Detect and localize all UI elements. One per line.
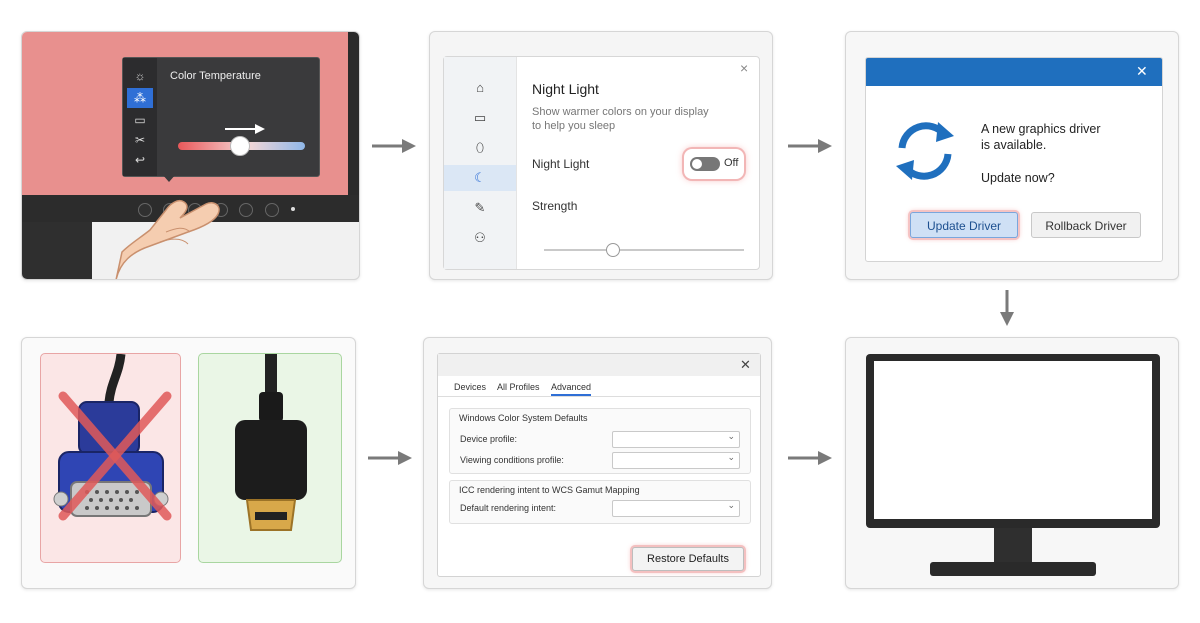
tab-all-profiles[interactable]: All Profiles	[497, 382, 540, 392]
device-profile-label: Device profile:	[460, 434, 518, 444]
shield-icon[interactable]: ⬯	[475, 140, 485, 155]
group-title: ICC rendering intent to WCS Gamut Mappin…	[459, 485, 640, 495]
rollback-driver-button[interactable]: Rollback Driver	[1031, 212, 1141, 238]
close-icon[interactable]: ✕	[740, 357, 751, 372]
wcs-defaults-group: Windows Color System Defaults Device pro…	[449, 408, 751, 474]
icc-intent-group: ICC rendering intent to WCS Gamut Mappin…	[449, 480, 751, 524]
slider-handle[interactable]	[230, 136, 250, 156]
night-light-toggle[interactable]: Off	[684, 149, 744, 179]
monitor-icon	[866, 354, 1160, 576]
default-intent-dropdown[interactable]: ⌄	[612, 500, 740, 517]
tab-divider	[438, 396, 760, 397]
close-icon[interactable]: ×	[740, 60, 749, 76]
flow-arrow-icon	[372, 139, 416, 153]
osd-sidebar: ☼ ⁂ ▭ ✂ ↩	[123, 58, 157, 176]
window-titlebar	[438, 354, 760, 376]
chevron-down-icon: ⌄	[727, 431, 735, 441]
toggle-state: Off	[724, 157, 739, 169]
vga-cable-card	[40, 353, 181, 563]
flow-arrow-down-icon	[1000, 290, 1014, 326]
display-icon[interactable]: ▭	[473, 110, 487, 125]
close-icon[interactable]: ✕	[1136, 63, 1148, 79]
power-led	[291, 207, 295, 211]
home-icon[interactable]: ⌂	[476, 80, 484, 95]
update-driver-button[interactable]: Update Driver	[910, 212, 1018, 238]
flow-arrow-icon	[368, 451, 412, 465]
page-title: Night Light	[532, 81, 599, 97]
strength-handle[interactable]	[606, 243, 620, 257]
night-light-icon[interactable]: ☾	[444, 165, 516, 191]
pointing-hand-icon	[115, 199, 220, 279]
tab-devices[interactable]: Devices	[454, 382, 487, 392]
driver-dialog: ✕ A new graphics driver is available. Up…	[865, 57, 1163, 262]
night-light-step: ⌂ ▭ ⬯ ☾ ✎ ⚇ × Night Light Show warmer co…	[429, 31, 773, 280]
flow-arrow-icon	[788, 451, 832, 465]
driver-message-2: is available.	[981, 138, 1047, 152]
monitor-stand	[22, 222, 92, 279]
monitor-button[interactable]	[138, 203, 152, 217]
settings-nav: ⌂ ▭ ⬯ ☾ ✎ ⚇	[444, 57, 517, 269]
viewing-conditions-dropdown[interactable]: ⌄	[612, 452, 740, 469]
osd-pointer	[162, 174, 176, 182]
device-profile-dropdown[interactable]: ⌄	[612, 431, 740, 448]
chevron-down-icon: ⌄	[727, 500, 735, 510]
monitor-button[interactable]	[265, 203, 279, 217]
description-line-1: Show warmer colors on your display	[532, 106, 709, 118]
driver-update-step: ✕ A new graphics driver is available. Up…	[845, 31, 1179, 280]
hdmi-connector-icon	[235, 354, 307, 531]
cable-swap-step	[21, 337, 356, 589]
color-icon[interactable]: ⁂	[127, 88, 153, 108]
default-intent-label: Default rendering intent:	[460, 503, 557, 513]
strength-slider[interactable]	[544, 249, 744, 251]
brightness-icon[interactable]: ☼	[134, 69, 146, 83]
group-title: Windows Color System Defaults	[459, 413, 588, 423]
description-line-2: to help you sleep	[532, 120, 616, 132]
osd-menu: ☼ ⁂ ▭ ✂ ↩ Color Temperature	[122, 57, 320, 177]
dialog-titlebar	[866, 58, 1162, 86]
restore-defaults-button[interactable]: Restore Defaults	[632, 547, 744, 571]
viewing-conditions-label: Viewing conditions profile:	[460, 455, 564, 465]
fixed-monitor-step	[845, 337, 1179, 589]
tools-icon[interactable]: ✂	[134, 133, 146, 147]
color-management-step: ✕ Devices All Profiles Advanced Windows …	[423, 337, 772, 589]
monitor-button[interactable]	[239, 203, 253, 217]
input-icon[interactable]: ▭	[134, 113, 146, 127]
tab-advanced[interactable]: Advanced	[551, 382, 592, 396]
person-icon[interactable]: ⚇	[474, 230, 486, 245]
flow-arrow-icon	[788, 139, 832, 153]
driver-question: Update now?	[981, 171, 1055, 185]
monitor-osd-step: ☼ ⁂ ▭ ✂ ↩ Color Temperature	[21, 31, 360, 280]
back-icon[interactable]: ↩	[134, 153, 146, 167]
settings-window: ⌂ ▭ ⬯ ☾ ✎ ⚇ × Night Light Show warmer co…	[443, 56, 760, 270]
arrow-right-icon	[225, 124, 265, 134]
hdmi-cable-card	[198, 353, 342, 563]
toggle-knob[interactable]	[692, 159, 702, 169]
osd-title: Color Temperature	[170, 70, 261, 82]
monitor-bezel	[348, 32, 359, 222]
strength-label: Strength	[532, 199, 578, 213]
vga-connector-icon	[53, 354, 172, 521]
color-management-window: ✕ Devices All Profiles Advanced Windows …	[437, 353, 761, 577]
pen-icon[interactable]: ✎	[474, 200, 486, 215]
night-light-label: Night Light	[532, 157, 590, 171]
refresh-icon	[896, 122, 954, 180]
chevron-down-icon: ⌄	[727, 452, 735, 462]
driver-message-1: A new graphics driver	[981, 122, 1101, 136]
